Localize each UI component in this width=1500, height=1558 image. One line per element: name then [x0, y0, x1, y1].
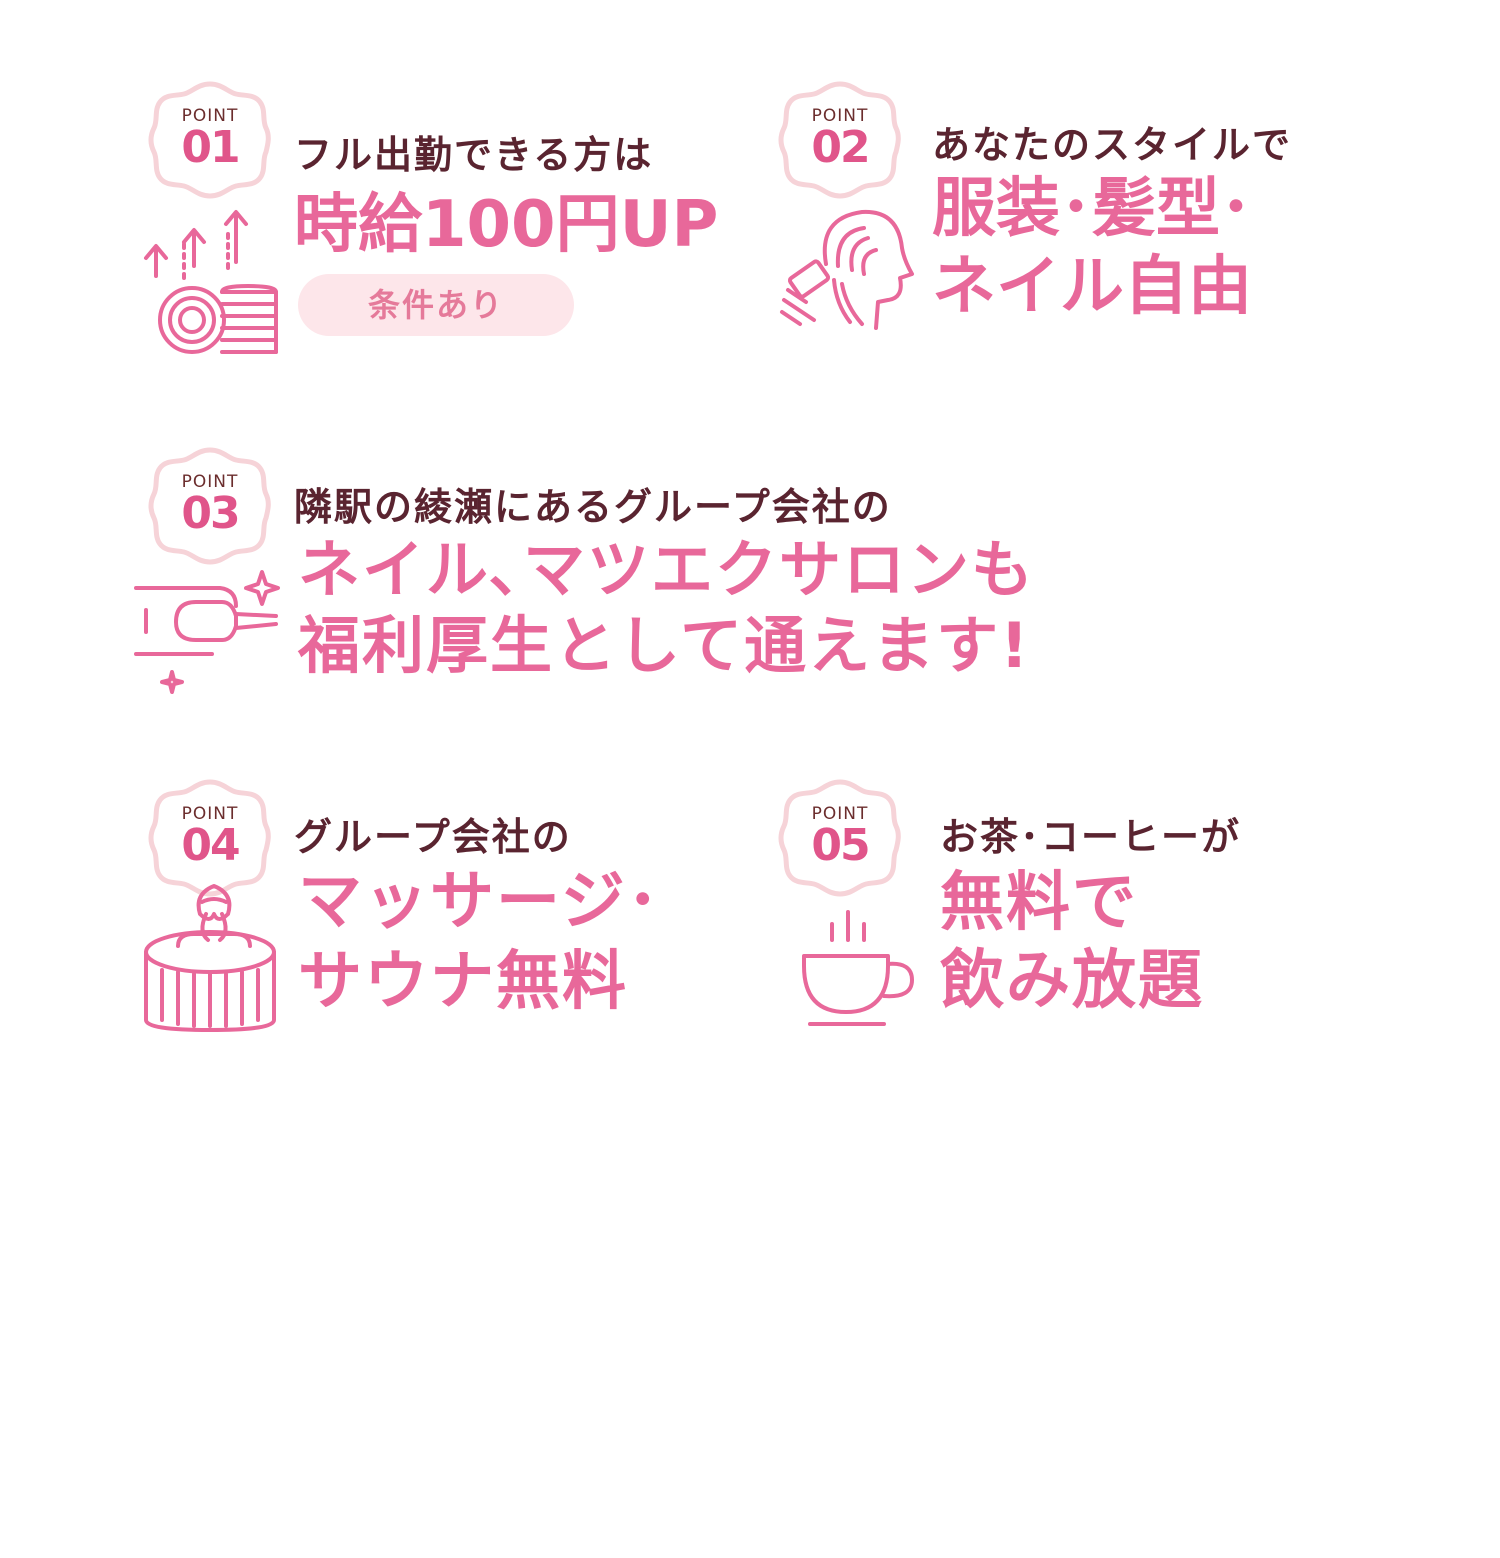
point-subtitle: フル出勤できる方は: [294, 133, 654, 177]
point-number: 01: [181, 122, 240, 173]
point-main: 無料で 飲み放題: [940, 866, 1204, 1018]
point-number: 02: [811, 122, 870, 173]
point-label: POINT: [181, 472, 239, 492]
sauna-tub-icon: [144, 884, 276, 1032]
hair-brush-icon: [780, 209, 914, 330]
point-number: 03: [181, 488, 240, 539]
point-subtitle: 隣駅の綾瀬にあるグループ会社の: [294, 485, 892, 529]
point-label: POINT: [181, 804, 239, 824]
point-main: 服装･髪型･ ネイル自由: [932, 172, 1252, 324]
point-badge: POINT 02: [778, 78, 902, 202]
point-main: 時給100円UP: [294, 188, 719, 262]
point-badge: POINT 01: [148, 78, 272, 202]
coffee-cup-icon: [802, 910, 914, 1026]
condition-badge: 条件あり: [298, 274, 574, 336]
point-main: ネイル､マツエクサロンも 福利厚生として通えます!: [298, 533, 1036, 682]
point-subtitle: あなたのスタイルで: [932, 123, 1293, 167]
point-badge: POINT 05: [778, 776, 902, 900]
nail-polish-icon: [134, 570, 280, 694]
point-subtitle: グループ会社の: [294, 815, 572, 859]
point-badge: POINT 03: [148, 444, 272, 568]
point-main: マッサージ･ サウナ無料: [298, 865, 661, 1019]
point-label: POINT: [811, 106, 869, 126]
point-number: 05: [811, 820, 870, 871]
point-number: 04: [181, 820, 240, 871]
point-subtitle: お茶･コーヒーが: [940, 815, 1242, 859]
coins-arrows-icon: [144, 210, 278, 354]
point-label: POINT: [811, 804, 869, 824]
point-badge: POINT 04: [148, 776, 272, 900]
point-label: POINT: [181, 106, 239, 126]
